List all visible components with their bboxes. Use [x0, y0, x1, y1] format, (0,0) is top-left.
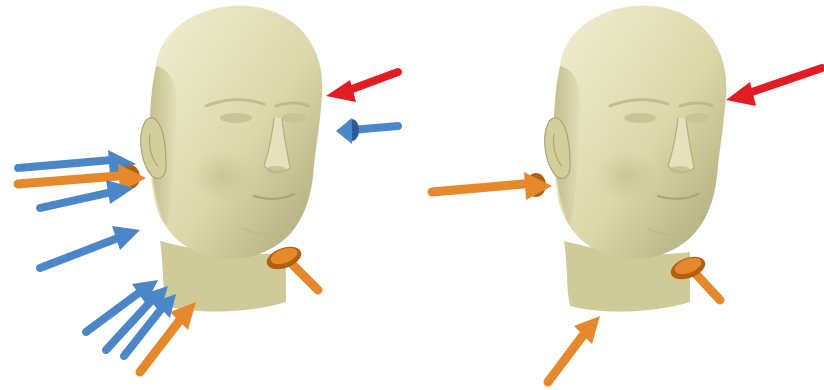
head-arrows-figure — [0, 0, 824, 390]
